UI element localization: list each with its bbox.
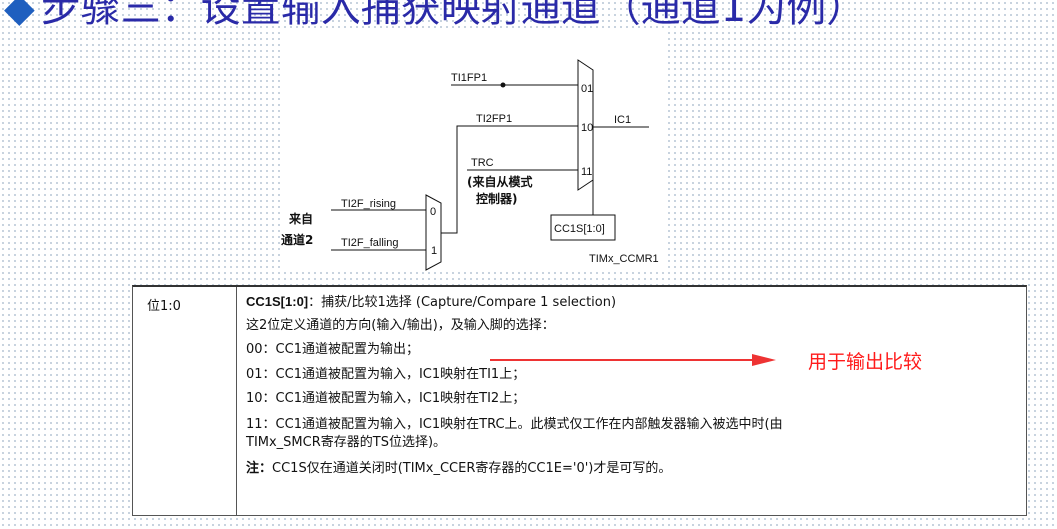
- page-title-text: 步骤三：设置输入捕获映射通道（通道1为例）: [40, 0, 867, 31]
- field-line: CC1S[1:0]：捕获/比较1选择 (Capture/Compare 1 se…: [246, 293, 616, 312]
- label-trc: TRC: [471, 157, 494, 169]
- label-source-2: 通道2: [281, 232, 313, 247]
- field-title: ：捕获/比较1选择 (Capture/Compare 1 selection): [308, 295, 617, 310]
- field-name: CC1S[1:0]: [246, 294, 309, 309]
- label-register: TIMx_CCMR1: [589, 253, 659, 265]
- junction-dot: [500, 82, 506, 88]
- bit-cell: 位1:0: [133, 287, 237, 515]
- label-trc-note-2: 控制器): [476, 191, 518, 206]
- diamond-bullet-icon: ◆: [4, 0, 35, 31]
- label-ic1: IC1: [614, 114, 631, 126]
- input-capture-diagram: TI1FP1 TI2FP1 TRC (来自从模式 控制器) 01 10 11 I…: [281, 30, 668, 271]
- label-ti2f-falling: TI2F_falling: [341, 237, 398, 249]
- note-label: 注：: [246, 460, 273, 475]
- label-source-1: 来自: [288, 211, 313, 226]
- note-text: CC1S仅在通道关闭时(TIMx_CCER寄存器的CC1E='0')才是可写的。: [272, 461, 672, 476]
- arrow-icon: [490, 354, 776, 366]
- mux-output-line: [441, 125, 473, 234]
- diagram-svg: TI1FP1 TI2FP1 TRC (来自从模式 控制器) 01 10 11 I…: [281, 59, 659, 271]
- label-mux-01: 01: [581, 83, 593, 95]
- label-cc1s-box: CC1S[1:0]: [554, 223, 605, 235]
- label-mux-11: 11: [581, 166, 592, 178]
- label-ti1fp1: TI1FP1: [451, 72, 487, 84]
- cc1s-box-shape: [550, 214, 616, 241]
- label-trc-note-1: (来自从模式: [467, 174, 533, 189]
- register-table: 位1:0 CC1S[1:0]：捕获/比较1选择 (Capture/Compare…: [132, 285, 1027, 516]
- opt-11-line-b: TIMx_SMCR寄存器的TS位选择)。: [246, 435, 447, 450]
- note-line: 注：CC1S仅在通道关闭时(TIMx_CCER寄存器的CC1E='0')才是可写…: [246, 459, 671, 478]
- page-title: ◆步骤三：设置输入捕获映射通道（通道1为例）: [4, 0, 1057, 34]
- label-mux-10: 10: [581, 122, 593, 134]
- label-ti2fp1: TI2FP1: [476, 113, 512, 125]
- annotation-text: 用于输出比较: [808, 351, 923, 373]
- opt-11-line-a: 11：CC1通道被配置为输入，IC1映射在TRC上。此模式仅工作在内部触发器输入…: [246, 417, 783, 432]
- label-sel-1: 1: [431, 245, 437, 257]
- description-cell: CC1S[1:0]：捕获/比较1选择 (Capture/Compare 1 se…: [237, 287, 1026, 515]
- opt-01-line: 01：CC1通道被配置为输入，IC1映射在TI1上；: [246, 367, 526, 382]
- label-ti2f-rising: TI2F_rising: [341, 198, 396, 210]
- select-mux-shape: [425, 194, 442, 271]
- opt-00-line: 00：CC1通道被配置为输出；: [246, 342, 419, 357]
- desc-line: 这2位定义通道的方向(输入/输出)，及输入脚的选择：: [246, 318, 555, 333]
- label-sel-0: 0: [430, 206, 436, 218]
- opt-10-line: 10：CC1通道被配置为输入，IC1映射在TI2上；: [246, 391, 526, 406]
